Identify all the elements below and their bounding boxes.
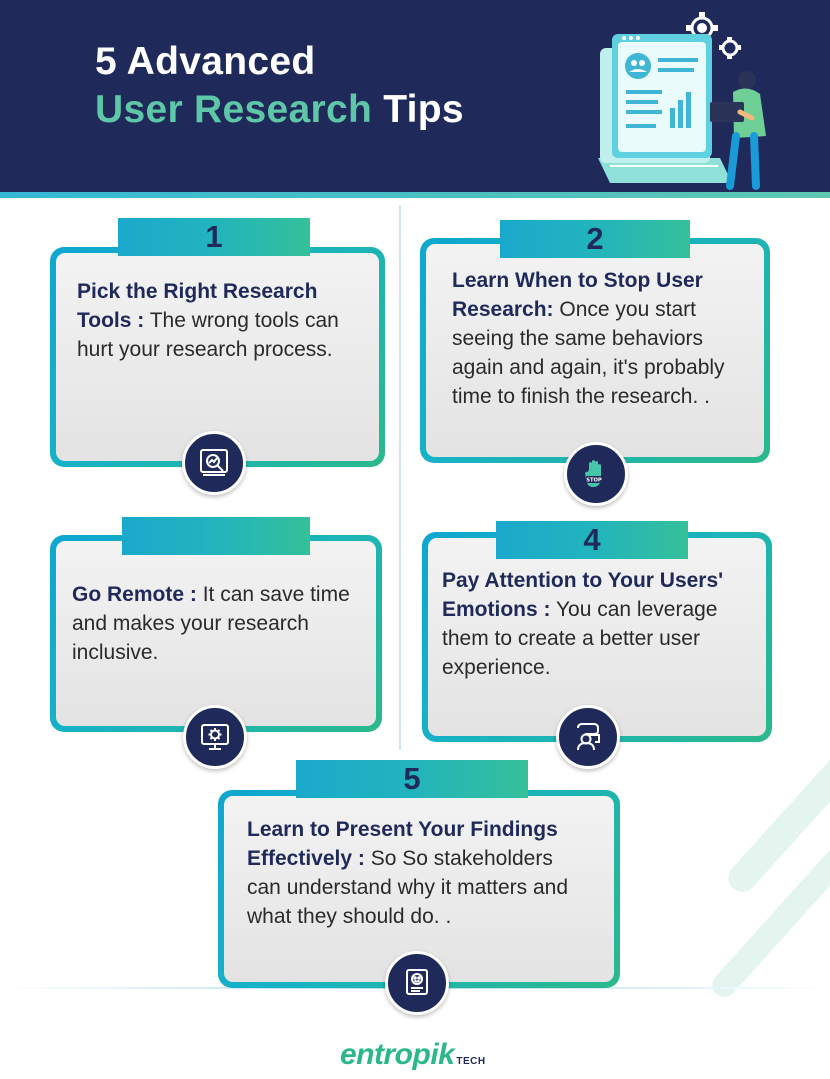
tip-text-1: Pick the Right Research Tools : The wron… [77,277,372,364]
tip-number-tab-1: 1 [118,218,310,256]
header-divider [0,192,830,198]
tip-heading-3: Go Remote : [72,583,197,606]
tip-card-5 [218,790,620,988]
user-emotion-icon [577,723,600,751]
tip-card-body [428,538,766,736]
tip-card-1 [50,247,385,467]
researcher-illustration [598,12,766,190]
tip-card-body [56,541,376,726]
tip-card-2 [420,238,770,463]
tip-icon-badge-5 [385,951,449,1015]
presentation-face-icon [406,969,428,995]
stop-hand-icon: STOP [585,460,602,487]
tip-text-2: Learn When to Stop User Research: Once y… [452,266,757,411]
tip-icon-badge-3 [183,705,247,769]
tip-text-3: Go Remote : It can save time and makes y… [72,580,364,667]
tip-heading-2: Learn When to Stop User Research: [452,269,703,321]
tip-text-5: Learn to Present Your Findings Effective… [247,815,587,931]
page-title-accent: User Research [95,88,373,131]
tip-icon-badge-4 [556,705,620,769]
tip-body-2: Once you start seeing the same behaviors… [452,298,725,408]
tip-card-4 [422,532,772,742]
tip-card-3 [50,535,382,732]
tip-body-5: So So stakeholders can understand why it… [247,847,569,928]
tip-heading-4: Pay Attention to Your Users' Emotions : [442,569,724,621]
tip-number-tab-3 [122,517,310,555]
tip-heading-1: Pick the Right Research Tools : [77,280,318,332]
tip-heading-5: Learn to Present Your Findings Effective… [247,818,558,870]
tip-text-4: Pay Attention to Your Users' Emotions : … [442,566,760,682]
tip-icon-badge-2: STOP [564,442,628,506]
tip-body-4: You can leverage them to create a better… [442,598,718,679]
brand-suffix: TECH [456,1056,486,1067]
tip-body-3: It can save time and makes your research… [72,583,350,664]
tip-number-tab-5: 5 [296,760,528,798]
magnifier-chart-icon [200,449,228,476]
tip-icon-badge-1 [182,431,246,495]
svg-text:STOP: STOP [586,478,602,484]
tip-number-tab-4: 4 [496,521,688,559]
tip-card-body [426,244,764,457]
center-divider [399,205,401,750]
brand-name: entropik [340,1038,455,1071]
page-title-rest: Tips [372,88,464,131]
tip-number-tab-2: 2 [500,220,690,258]
tip-card-body [56,253,379,461]
page-title-line1: 5 Advanced [95,40,316,83]
tip-body-1: The wrong tools can hurt your research p… [77,309,339,361]
page-title-line2: User Research Tips [95,88,464,132]
remote-gear-monitor-icon [201,724,229,750]
